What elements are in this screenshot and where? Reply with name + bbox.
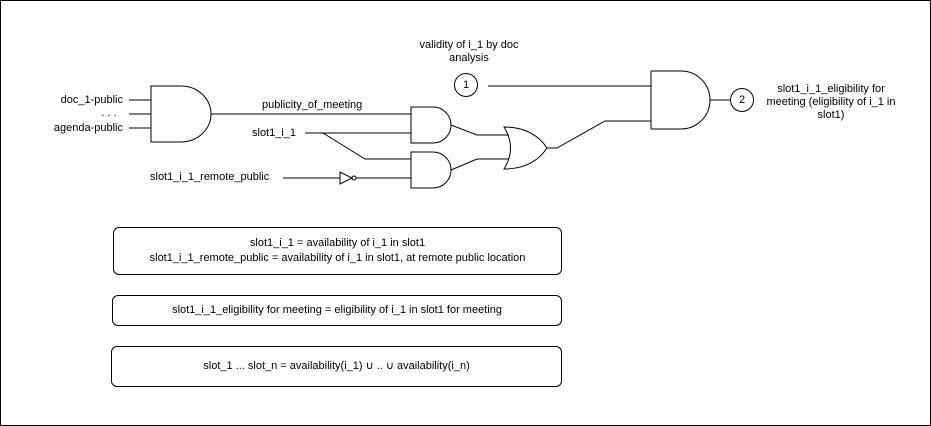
output-label: slot1_i_1_eligibility for meeting (eligi…: [766, 83, 896, 121]
remote-public-label: slot1_i_1_remote_public: [150, 171, 270, 183]
output-marker: 2: [730, 88, 754, 112]
slot-availability-label: slot1_i_1: [252, 127, 297, 139]
publicity-label: publicity_of_meeting: [262, 99, 363, 111]
ellipsis-label: . . .: [101, 107, 117, 119]
wire-and-a-to-or: [450, 124, 509, 136]
wire-and-b-to-or: [450, 158, 509, 171]
wire-slot-to-and-b: [322, 132, 411, 160]
legend-box-availability: slot1_i_1 = availability of i_1 in slot1…: [113, 227, 562, 275]
and-gate-slot-remote: [410, 151, 452, 189]
or-gate: [503, 126, 548, 170]
validity-label: validity of i_1 by doc analysis: [419, 39, 519, 64]
not-gate: [339, 171, 354, 185]
legend-line-slot: slot1_i_1 = availability of i_1 in slot1: [249, 237, 426, 249]
legend-box-eligibility: slot1_i_1_eligibility for meeting = elig…: [112, 295, 562, 326]
legend-line-slots: slot_1 ... slot_n = availability(i_1) ∪ …: [203, 360, 470, 372]
legend-line-remote: slot1_i_1_remote_public = availability o…: [149, 252, 526, 264]
and-gate-final: [650, 70, 711, 130]
validity-marker: 1: [454, 73, 478, 97]
and-gate-publicity-slot: [410, 106, 452, 144]
agenda-public-label: agenda-public: [53, 122, 123, 134]
doc-public-label: doc_1-public: [60, 94, 123, 106]
legend-box-slots: slot_1 ... slot_n = availability(i_1) ∪ …: [111, 346, 562, 387]
and-gate-doc-agenda: [150, 85, 212, 143]
legend-line-eligibility: slot1_i_1_eligibility for meeting = elig…: [172, 304, 502, 316]
wire-or-to-final: [547, 120, 651, 149]
